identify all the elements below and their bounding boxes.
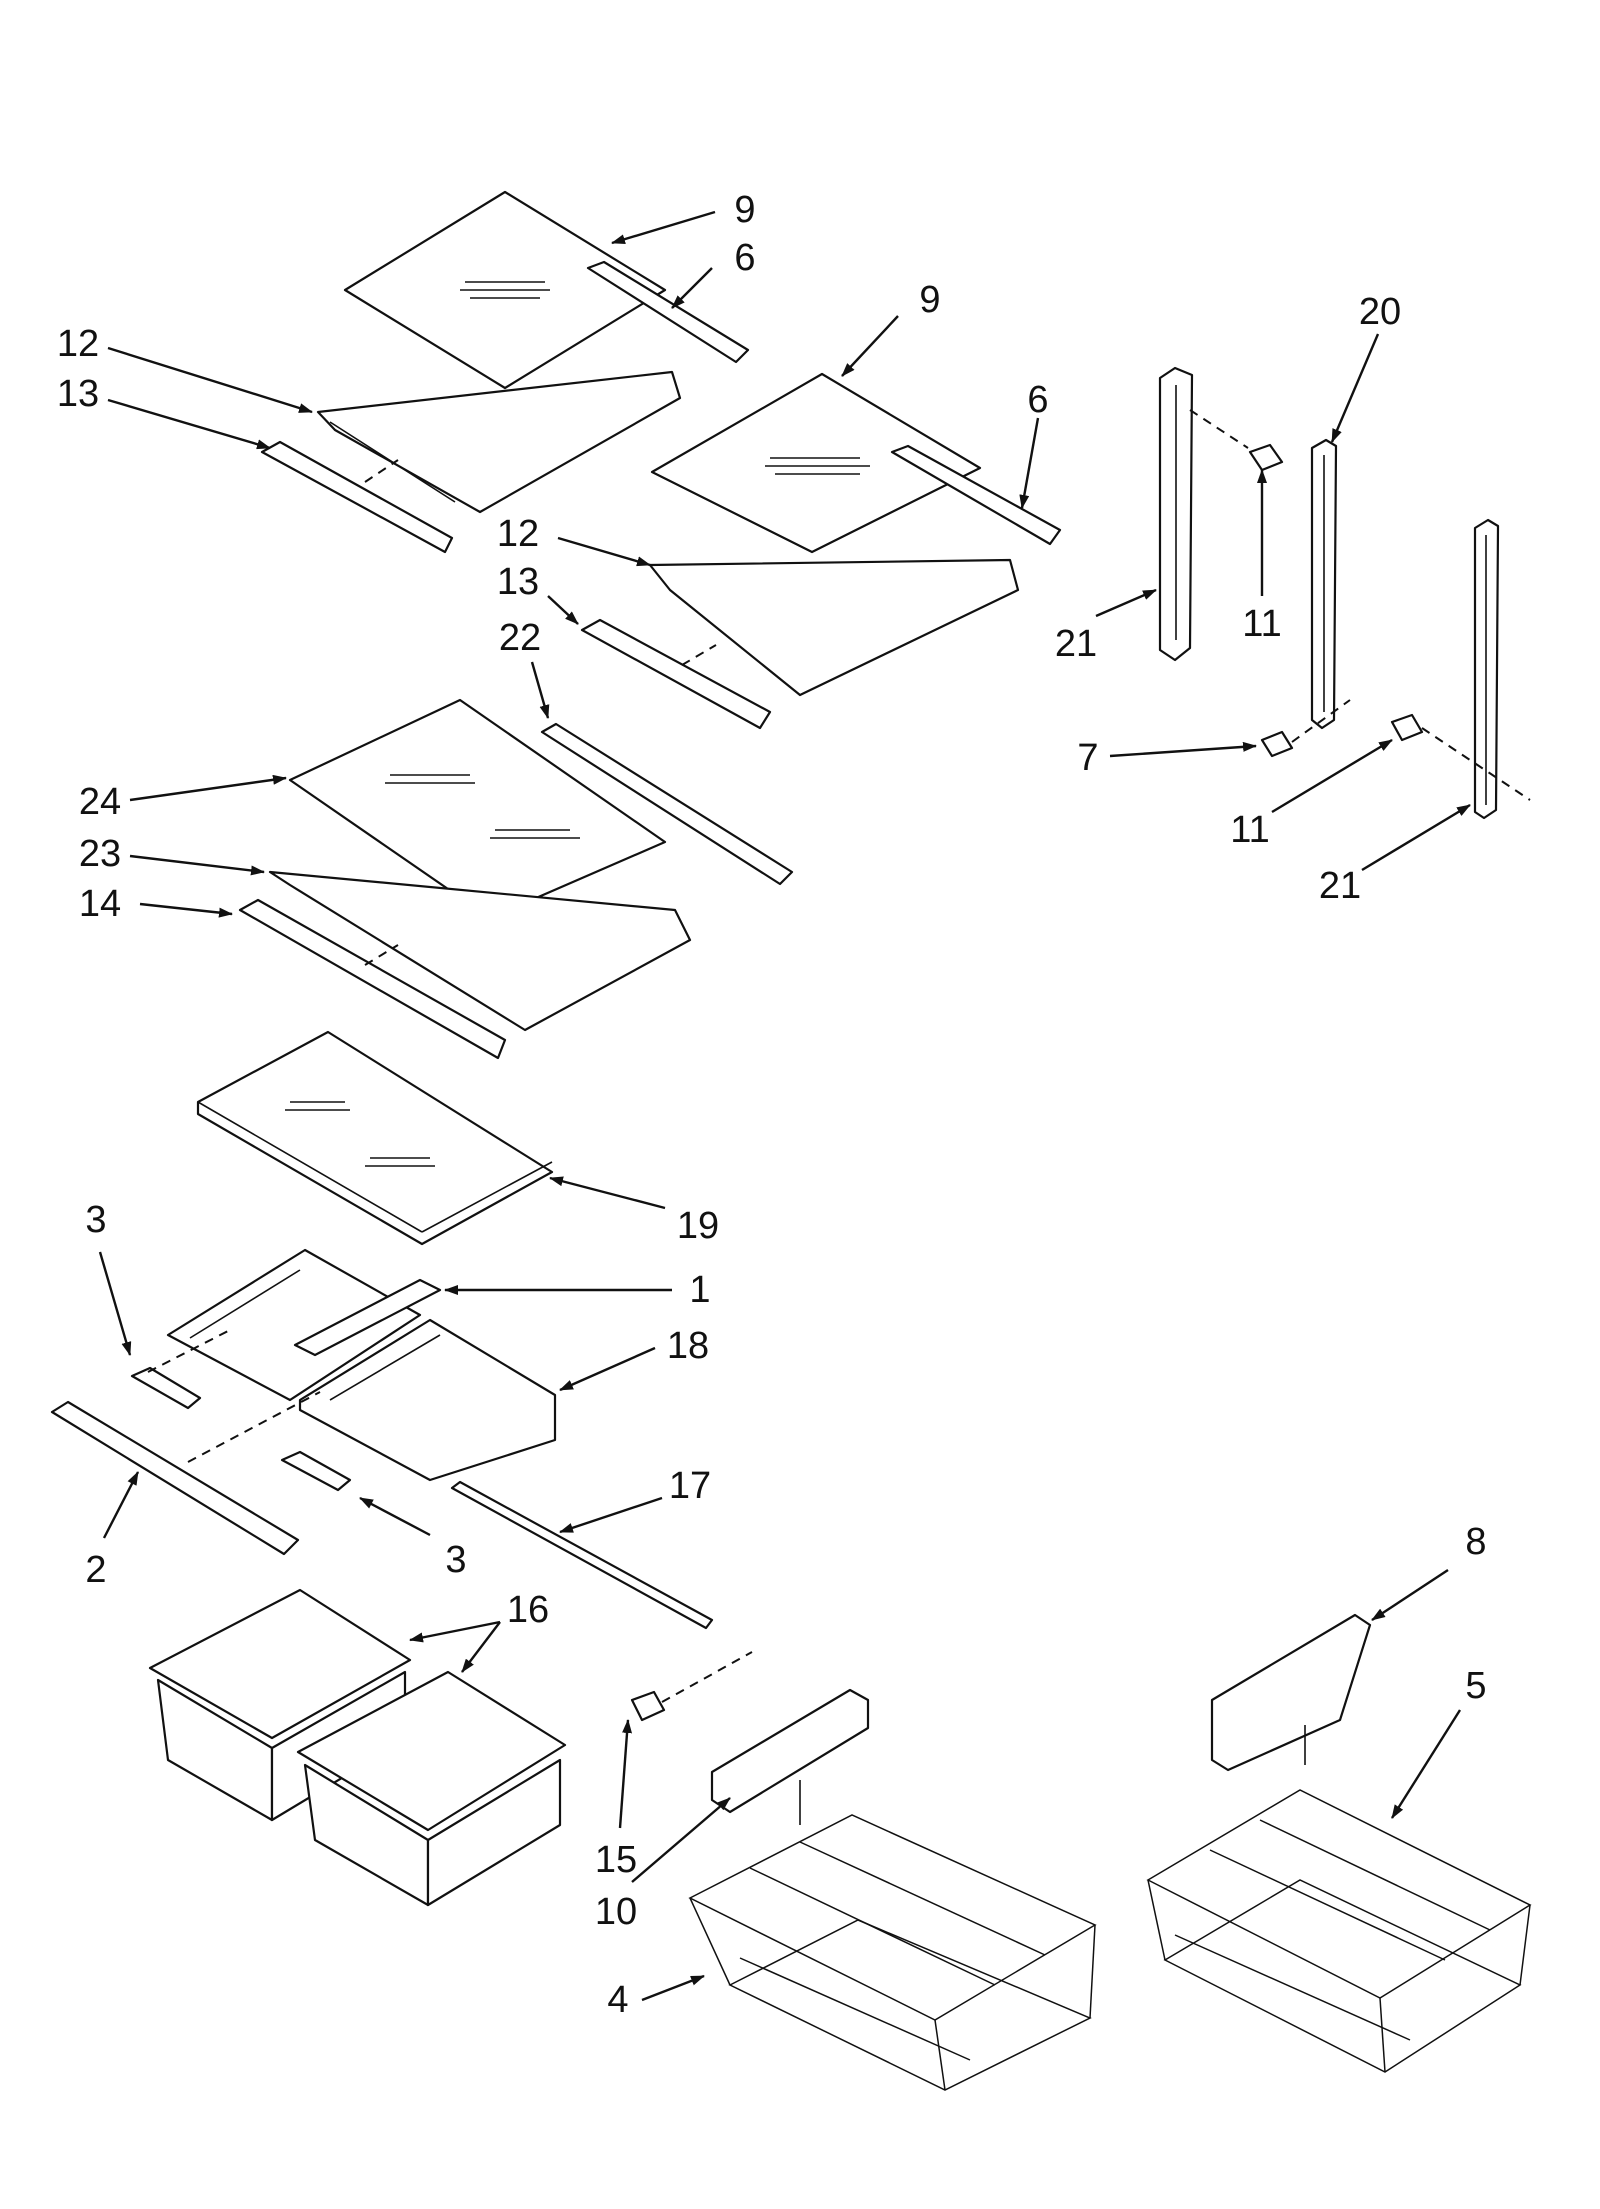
- callout-13b: 13: [497, 561, 539, 603]
- wire-basket-5-bottom: [1163, 1879, 1522, 2073]
- callout-21a: 21: [1055, 623, 1097, 665]
- callout-21b: 21: [1319, 865, 1361, 907]
- callout-9b: 9: [919, 279, 940, 321]
- callout-3b: 3: [445, 1539, 466, 1581]
- rail-22: [540, 722, 794, 886]
- rail-2: [50, 1400, 300, 1556]
- crisper-drawer-right: [296, 1670, 567, 1832]
- screw-7: [1260, 730, 1294, 758]
- callout-19: 19: [677, 1205, 719, 1247]
- callout-9a: 9: [734, 189, 755, 231]
- glass-shelf-9b: [650, 372, 982, 554]
- callout-4: 4: [607, 1979, 628, 2021]
- callout-15: 15: [595, 1839, 637, 1881]
- callout-12a: 12: [57, 323, 99, 365]
- right-basket-assembly: [1146, 1613, 1532, 2073]
- callout-12b: 12: [497, 513, 539, 555]
- crisper-drawer-right-side: [426, 1758, 562, 1907]
- callout-6a: 6: [734, 237, 755, 279]
- screw-11b: [1390, 713, 1424, 742]
- screw-11a: [1248, 443, 1284, 472]
- wire-basket-4: [688, 1814, 1097, 2021]
- crisper-frame-left: [166, 1248, 422, 1402]
- callout-1: 1: [689, 1269, 710, 1311]
- callout-11a: 11: [1242, 603, 1281, 645]
- crisper-cover-19: [196, 1030, 554, 1246]
- glass-shelf-24: [288, 698, 667, 920]
- callout-13a: 13: [57, 373, 99, 415]
- callout-7: 7: [1077, 737, 1098, 779]
- shelf-frame-23: [268, 870, 692, 1032]
- callout-2: 2: [85, 1549, 106, 1591]
- trim-13b: [580, 618, 772, 730]
- slide-1: [293, 1278, 442, 1357]
- rail-6a: [586, 260, 750, 364]
- rod-17: [450, 1480, 714, 1630]
- callout-14: 14: [79, 883, 121, 925]
- trim-13a: [260, 440, 454, 554]
- basket-divider-10: [710, 1688, 870, 1814]
- callout-17: 17: [669, 1465, 711, 1507]
- rail-6b: [890, 444, 1062, 546]
- upper-left-shelf-assembly: [260, 190, 750, 554]
- crisper-drawer-left: [148, 1588, 412, 1740]
- callout-16: 16: [507, 1589, 549, 1631]
- callout-20: 20: [1359, 291, 1401, 333]
- callout-8: 8: [1465, 1521, 1486, 1563]
- shelf-frame-12a: [316, 370, 682, 514]
- middle-shelf-assembly: [238, 698, 794, 1060]
- callout-11b: 11: [1230, 809, 1269, 851]
- leader-lines: [98, 210, 1471, 2002]
- callout-23: 23: [79, 833, 121, 875]
- clip-3a: [130, 1366, 202, 1410]
- basket-divider-8: [1210, 1613, 1372, 1772]
- shelf-frame-12b: [648, 558, 1020, 697]
- callout-22: 22: [499, 617, 541, 659]
- left-basket-assembly: [630, 1651, 1097, 2091]
- crisper-cover-assembly: [196, 1030, 554, 1246]
- upper-right-shelf-assembly: [580, 372, 1062, 730]
- callout-3a: 3: [85, 1199, 106, 1241]
- callout-6b: 6: [1027, 379, 1048, 421]
- crisper-frame-right: [298, 1318, 557, 1482]
- wire-basket-5: [1146, 1789, 1532, 1999]
- uprights-assembly: [1158, 366, 1531, 820]
- callout-5: 5: [1465, 1665, 1486, 1707]
- callout-10: 10: [595, 1891, 637, 1933]
- callouts: 9 6 12 13 9 6 12 13 22 24 23 14 20 21 11…: [57, 189, 1487, 2021]
- trim-14: [238, 898, 507, 1060]
- callout-24: 24: [79, 781, 121, 823]
- callout-18: 18: [667, 1325, 709, 1367]
- crisper-drawers: [148, 1588, 567, 1907]
- clip-3b: [280, 1450, 352, 1492]
- crisper-frame-assembly: [50, 1248, 714, 1630]
- screw-15: [630, 1690, 666, 1722]
